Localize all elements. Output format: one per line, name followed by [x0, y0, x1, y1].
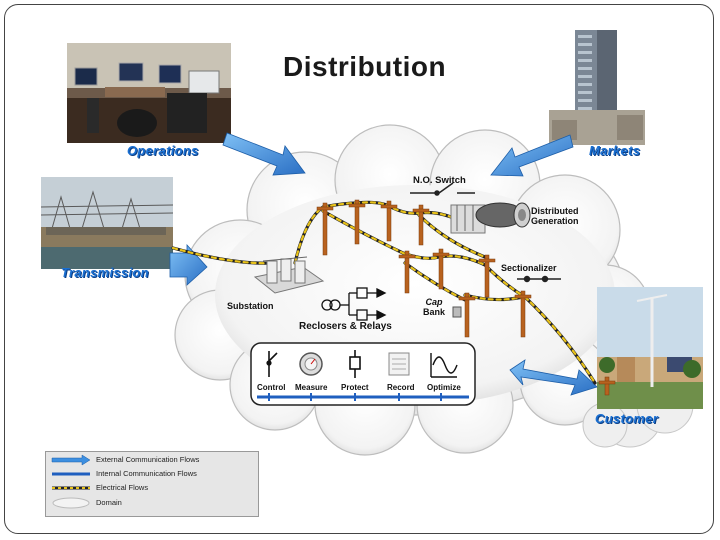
arrow-operations — [222, 132, 306, 176]
no-switch-icon — [410, 182, 475, 196]
sectionalizer-icon — [517, 275, 561, 283]
cap-bank-label: Cap Bank — [423, 297, 445, 317]
external-communication-arrows — [169, 132, 598, 396]
cap-bank-line1: Cap — [425, 297, 443, 307]
markets-label: Markets — [589, 143, 641, 158]
function-label-measure: Measure — [295, 383, 328, 392]
domain-swatch — [52, 497, 90, 509]
distributed-generation-icon — [450, 202, 531, 234]
function-label-record: Record — [387, 383, 415, 392]
legend-item-internal: Internal Communication Flows — [46, 469, 258, 481]
pole — [432, 248, 450, 290]
cap-bank-icon — [452, 306, 462, 318]
operations-label: Operations — [127, 143, 199, 158]
legend-label: Internal Communication Flows — [96, 469, 197, 478]
cap-bank-line2: Bank — [423, 307, 446, 317]
substation-icon — [253, 256, 325, 294]
utility-poles — [316, 199, 616, 396]
pole — [458, 292, 476, 338]
pole — [348, 199, 366, 245]
measure-icon — [299, 352, 323, 376]
transmission-photo — [41, 177, 173, 269]
legend-item-electrical: Electrical Flows — [46, 483, 258, 495]
reclosers-relays-icon — [321, 287, 387, 321]
function-label-control: Control — [257, 383, 286, 392]
legend-item-domain: Domain — [46, 498, 258, 510]
transmission-label: Transmission — [61, 265, 149, 280]
markets-photo — [547, 25, 647, 147]
substation-label: Substation — [227, 301, 274, 311]
function-label-protect: Protect — [341, 383, 369, 392]
legend: External Communication Flows Internal Co… — [45, 451, 259, 517]
no-switch-label: N.O. Switch — [413, 175, 466, 186]
pole — [478, 254, 496, 298]
function-label-optimize: Optimize — [427, 383, 461, 392]
pole — [514, 290, 532, 338]
control-icon — [266, 351, 278, 377]
distributed-generation-line2: Generation — [531, 216, 579, 226]
distributed-generation-label: Distributed Generation — [531, 206, 579, 226]
page-title: Distribution — [283, 51, 447, 82]
legend-label: External Communication Flows — [96, 455, 200, 464]
pole — [380, 200, 398, 242]
sectionalizer-label: Sectionalizer — [501, 263, 557, 273]
legend-item-external: External Communication Flows — [46, 455, 258, 467]
reclosers-relays-label: Reclosers & Relays — [299, 321, 392, 332]
external-communication-arrow-swatch — [51, 454, 91, 466]
diagram-graphics — [169, 132, 616, 406]
customer-label: Customer — [595, 411, 659, 426]
record-icon — [388, 352, 410, 376]
legend-label: Domain — [96, 498, 122, 507]
pole — [412, 204, 430, 246]
legend-label: Electrical Flows — [96, 483, 149, 492]
arrow-markets — [490, 134, 574, 177]
arrow-customer — [509, 359, 598, 396]
protect-icon — [349, 350, 361, 378]
pole — [398, 250, 416, 294]
pole — [598, 376, 616, 396]
pole — [316, 202, 334, 256]
operations-photo — [67, 43, 231, 143]
legend-swatches — [51, 454, 91, 509]
functions-panel — [250, 342, 476, 406]
optimize-icon — [430, 353, 458, 378]
distributed-generation-line1: Distributed — [531, 206, 579, 216]
slide-frame: Distribution Operations Markets Transmis… — [4, 4, 714, 534]
